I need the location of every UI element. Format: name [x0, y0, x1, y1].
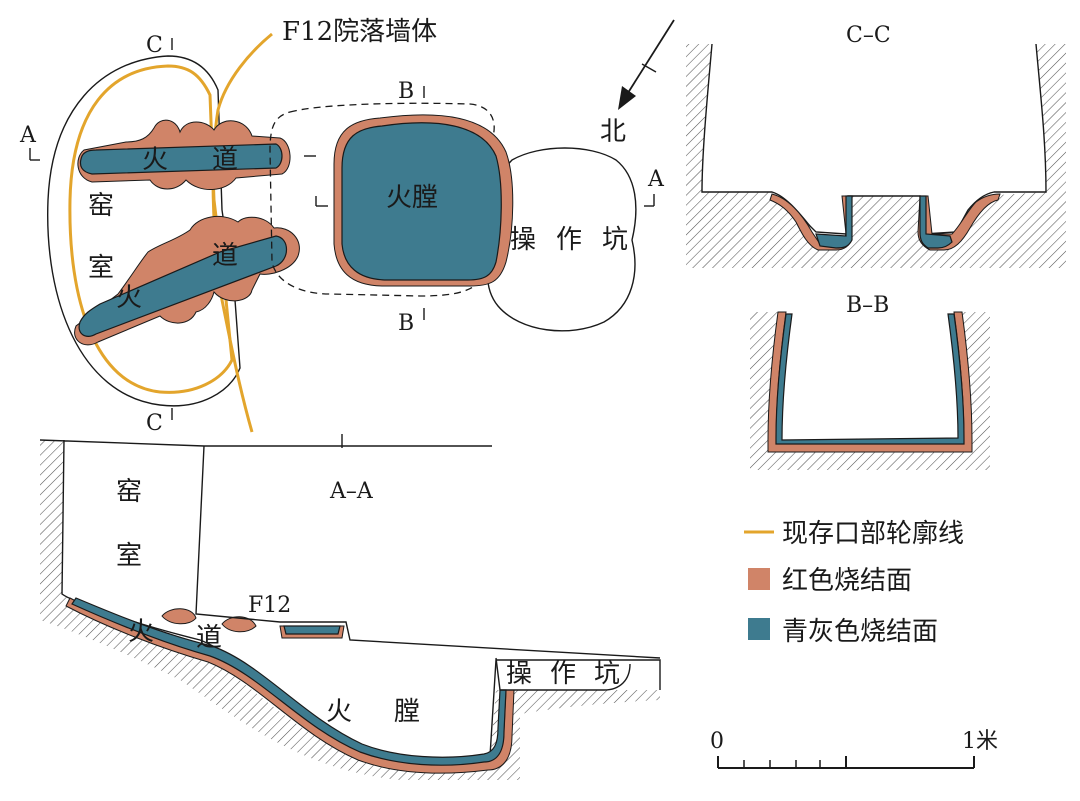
section-aa-flue-teal-3 — [283, 625, 341, 635]
north-arrow-icon — [618, 86, 636, 110]
north-arrow-tick — [641, 63, 657, 73]
aa-kiln-chamber-char1: 窑 — [116, 477, 142, 507]
section-mark-c-top: C — [146, 33, 163, 58]
section-mark-a-right: A — [647, 167, 665, 192]
aa-firebox-char2: 膛 — [394, 697, 420, 727]
courtyard-wall-label: F12院落墙体 — [282, 17, 437, 47]
section-bb: B–B — [750, 293, 990, 470]
section-aa-chamber-wall — [195, 445, 661, 659]
plan-flue-top-char1: 火 — [142, 145, 168, 175]
plan-view: F12院落墙体 C C A A B B 北 窑 室 火 道 道 火 火膛 操 作… — [19, 17, 675, 448]
section-cc-teal-right — [919, 195, 953, 249]
section-cc-title: C–C — [846, 23, 891, 48]
section-cc: C–C — [686, 23, 1066, 268]
flue-bottom-channel — [78, 235, 288, 337]
legend: 现存口部轮廓线 红色烧结面 青灰色烧结面 — [744, 519, 964, 647]
aa-operating-pit-char3: 坑 — [594, 659, 620, 689]
section-mark-c-bottom: C — [146, 411, 163, 436]
section-aa-pit-box — [495, 657, 631, 691]
aa-flue-char1: 火 — [128, 617, 154, 647]
section-aa-title: A–A — [329, 479, 374, 504]
legend-teal-label: 青灰色烧结面 — [782, 617, 938, 647]
courtyard-wall-line — [211, 32, 273, 433]
north-arrow-shaft — [625, 19, 675, 97]
section-mark-a-left: A — [19, 123, 37, 148]
legend-red-swatch — [748, 568, 770, 590]
aa-operating-pit-char2: 作 — [550, 659, 576, 689]
aa-firebox-char1: 火 — [326, 697, 352, 727]
legend-red-label: 红色烧结面 — [782, 566, 912, 596]
flue-top-channel — [79, 143, 283, 175]
plan-flue-bottom-char1: 道 — [212, 241, 238, 271]
aa-flue-char2: 道 — [196, 623, 222, 653]
scale-bar: 0 1米 — [710, 729, 998, 769]
section-cc-red-left — [769, 193, 853, 251]
north-label: 北 — [600, 117, 626, 147]
plan-flue-bottom-char2: 火 — [116, 283, 142, 313]
section-aa: A–A 窑 室 F12 火 道 火 膛 操 作 坑 — [39, 439, 661, 780]
section-cc-profile — [701, 43, 1047, 235]
mouth-contour-line — [68, 64, 234, 394]
plan-kiln-chamber-char2: 室 — [88, 253, 114, 283]
plan-operating-pit-char1: 操 — [510, 225, 536, 255]
section-bb-hatch — [750, 312, 990, 470]
section-mark-b-top: B — [398, 79, 414, 104]
plan-operating-pit-char3: 坑 — [602, 225, 628, 255]
scale-start-label: 0 — [710, 729, 724, 754]
section-bb-teal — [775, 313, 965, 445]
plan-flue-top-char2: 道 — [212, 145, 238, 175]
aa-kiln-chamber-char2: 室 — [116, 541, 142, 571]
scale-end-label: 1米 — [962, 729, 998, 754]
plan-kiln-chamber-char1: 窑 — [88, 191, 114, 221]
aa-operating-pit-char1: 操 — [506, 659, 532, 689]
plan-firebox-label: 火膛 — [386, 183, 438, 213]
firebox-teal — [341, 122, 502, 281]
section-bb-title: B–B — [846, 293, 889, 318]
section-aa-flue-red-1 — [161, 608, 197, 625]
section-bb-red — [767, 311, 973, 453]
aa-f12-label: F12 — [248, 593, 291, 618]
kiln-outer-outline — [47, 55, 241, 407]
legend-line-label: 现存口部轮廓线 — [782, 519, 964, 549]
section-cc-hatch — [686, 44, 1066, 268]
section-cc-teal-left — [815, 195, 853, 249]
plan-operating-pit-char2: 作 — [556, 225, 582, 255]
legend-teal-swatch — [748, 618, 770, 640]
section-mark-b-bottom: B — [398, 311, 414, 336]
